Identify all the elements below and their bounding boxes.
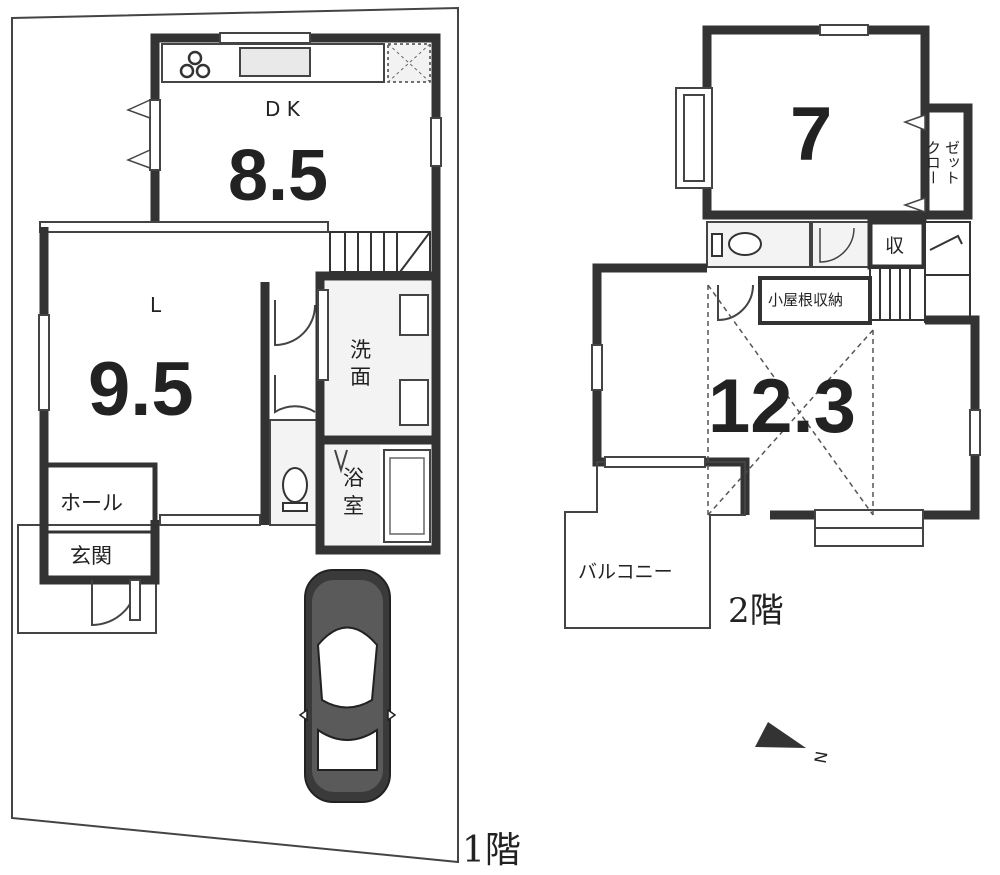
bedroom-size: 7 [790, 92, 832, 177]
closet-label-2: ゼット [943, 140, 961, 185]
corridor-door-swing-1 [274, 300, 316, 347]
washroom-label-1: 洗 [350, 338, 371, 362]
closet-door-upper [902, 113, 926, 132]
storage-label: 収 [885, 235, 904, 257]
dk-window-top [219, 32, 311, 44]
stove-icon [179, 50, 211, 79]
north-label: N [811, 750, 832, 765]
closet-walls [925, 103, 973, 220]
balcony-window [604, 456, 706, 468]
bath-floor [325, 445, 380, 545]
sink-2f [811, 221, 871, 268]
dk-door-swing-upper [126, 98, 151, 120]
attic-label: 小屋根収納 [768, 291, 843, 309]
washroom-label-2: 面 [350, 365, 371, 389]
bath-label-2: 室 [343, 494, 364, 518]
bedroom-window-top [819, 24, 869, 36]
north-arrow-icon: N [755, 722, 832, 765]
bath-label-1: 浴 [343, 466, 364, 490]
living-window-bottom [159, 514, 261, 526]
closet-label-1: クロー [924, 140, 942, 185]
living-size: 9.5 [88, 347, 194, 432]
floor1-label: 1階 [462, 830, 521, 871]
dk-size: 8.5 [228, 136, 328, 216]
toilet-icon [282, 467, 308, 503]
floor-1: D K 8.5 L 9.5 洗 面 浴 室 ホール 玄関 1階 [11, 6, 521, 871]
bath-folding-door [334, 449, 348, 474]
site-boundary [11, 6, 459, 864]
closet-door-lower [902, 196, 926, 214]
floor-2: 7 クロー ゼット 収 小屋根収納 12.3 バルコニー 2階 [564, 24, 981, 631]
balcony-outline [564, 461, 746, 629]
main-door-swing [717, 284, 754, 322]
washroom-door [317, 289, 329, 381]
dk-door-swing-lower [126, 148, 151, 170]
attic-storage-box [758, 276, 872, 325]
hall-box [41, 462, 158, 583]
attic-stairs [869, 267, 926, 321]
bathroom-walls [315, 435, 441, 555]
corridor-door-swing-2 [274, 375, 316, 414]
kitchen-sink [239, 47, 311, 77]
balcony-label: バルコニー [578, 561, 673, 583]
dk-window-right [430, 117, 442, 167]
entrance-door [129, 579, 141, 621]
dk-window-left [149, 99, 161, 171]
car-icon [298, 569, 397, 803]
main-window-left [591, 344, 603, 391]
main-window-right [969, 409, 981, 456]
fridge-space [387, 43, 431, 83]
bay-window [675, 87, 713, 189]
hall-label: ホール [60, 491, 123, 515]
stairs-1f [329, 231, 431, 273]
toilet-2f-icon [728, 232, 762, 256]
dk-living-partition [39, 221, 329, 233]
living-label: L [150, 293, 162, 317]
living-window-left [38, 314, 50, 411]
bathtub [383, 449, 431, 543]
washer [399, 379, 429, 426]
washbasin [399, 294, 429, 336]
dk-label: D K [265, 97, 301, 121]
entrance-label: 玄関 [70, 544, 112, 568]
loft-dashed-outline [707, 284, 874, 516]
main-room-size: 12.3 [708, 364, 856, 449]
stairs-2f [924, 221, 971, 323]
floor2-label: 2階 [728, 591, 784, 631]
